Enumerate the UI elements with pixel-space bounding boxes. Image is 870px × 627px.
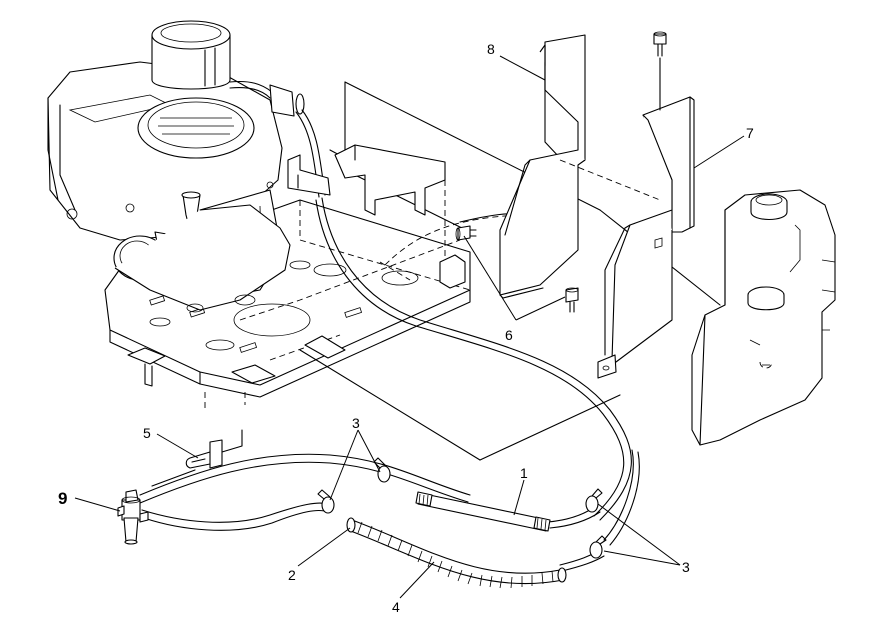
tank-shield-front <box>499 34 586 299</box>
callout-7: 7 <box>746 125 754 141</box>
fuel-filter <box>117 489 149 545</box>
engine-fuel-line <box>229 80 331 198</box>
tank-shield-rear <box>597 96 695 379</box>
bolts <box>455 31 667 313</box>
long-fuel-hoses <box>139 197 640 572</box>
leader-lines <box>74 55 745 599</box>
bolt-top <box>653 31 667 111</box>
callout-8: 8 <box>487 41 495 57</box>
bolt-upper <box>455 225 477 241</box>
clamp-b <box>317 489 335 514</box>
hose-clip <box>151 429 243 487</box>
hidden-lines <box>239 159 661 461</box>
hose-clamps <box>317 457 607 559</box>
engine <box>47 20 291 313</box>
callout-4: 4 <box>392 599 400 615</box>
callout-3-lower: 3 <box>682 559 690 575</box>
fuel-tank <box>691 189 836 446</box>
clamp-c <box>585 488 603 513</box>
clamp-d <box>589 535 607 559</box>
clamp-a <box>373 457 391 483</box>
callout-9: 9 <box>58 489 67 508</box>
callout-labels: 1 2 3 3 4 5 6 7 8 9 <box>58 41 754 615</box>
callout-5: 5 <box>143 425 151 441</box>
callout-2: 2 <box>288 567 296 583</box>
callout-3-upper: 3 <box>352 415 360 431</box>
bolt-lower <box>565 287 579 313</box>
callout-6: 6 <box>505 327 513 343</box>
callout-1: 1 <box>520 465 528 481</box>
hose-1 <box>415 491 551 532</box>
spiral-hose <box>346 517 567 589</box>
